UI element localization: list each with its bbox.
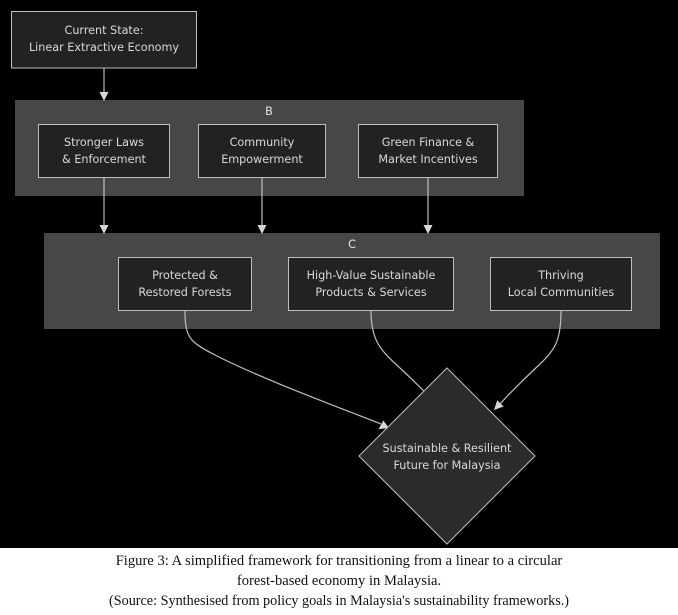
node-current-state-line2: Linear Extractive Economy xyxy=(29,41,179,54)
node-community-empowerment-line2: Empowerment xyxy=(221,153,303,166)
node-outcome-line2: Future for Malaysia xyxy=(393,459,500,472)
node-protected-forests-line2: Restored Forests xyxy=(138,286,231,299)
node-green-finance[interactable]: Green Finance & Market Incentives xyxy=(358,124,498,178)
edge-forests-to-outcome xyxy=(184,310,382,425)
node-stronger-laws[interactable]: Stronger Laws & Enforcement xyxy=(38,124,170,178)
node-stronger-laws-box[interactable] xyxy=(38,124,170,178)
node-thriving-communities-box[interactable] xyxy=(490,257,632,311)
edge-communities-to-outcome xyxy=(499,310,562,405)
node-outcome-line1: Sustainable & Resilient xyxy=(383,442,513,455)
framework-flowchart: B C Current State: Linear Extractive Eco… xyxy=(11,11,660,545)
node-protected-forests-line1: Protected & xyxy=(152,269,218,282)
node-thriving-communities-line2: Local Communities xyxy=(508,286,615,299)
node-high-value-products[interactable]: High-Value Sustainable Products & Servic… xyxy=(288,257,454,311)
node-high-value-products-box[interactable] xyxy=(288,257,454,311)
node-green-finance-line2: Market Incentives xyxy=(378,153,478,166)
node-outcome-diamond[interactable]: Sustainable & Resilient Future for Malay… xyxy=(358,367,536,545)
node-stronger-laws-line2: & Enforcement xyxy=(62,153,146,166)
node-community-empowerment[interactable]: Community Empowerment xyxy=(198,124,326,178)
arrowhead-communities-to-outcome xyxy=(494,400,504,410)
arrowhead-stronger-laws xyxy=(99,225,109,234)
diagram-canvas: B C Current State: Linear Extractive Eco… xyxy=(0,0,678,548)
arrowhead-community xyxy=(257,225,267,234)
caption-line-1: Figure 3: A simplified framework for tra… xyxy=(115,553,563,569)
node-protected-forests[interactable]: Protected & Restored Forests xyxy=(118,257,252,311)
caption-line-2: forest-based economy in Malaysia. xyxy=(236,572,442,589)
node-green-finance-box[interactable] xyxy=(358,124,498,178)
arrowhead-forests-to-outcome xyxy=(378,420,389,430)
node-high-value-products-line1: High-Value Sustainable xyxy=(307,269,436,282)
cluster-label-c: C xyxy=(348,238,356,251)
node-current-state[interactable]: Current State: Linear Extractive Economy xyxy=(11,11,197,69)
node-protected-forests-box[interactable] xyxy=(118,257,252,311)
node-current-state-line1: Current State: xyxy=(65,24,144,37)
node-high-value-products-line2: Products & Services xyxy=(315,286,426,299)
node-community-empowerment-box[interactable] xyxy=(198,124,326,178)
node-current-state-box[interactable] xyxy=(11,11,197,69)
node-community-empowerment-line1: Community xyxy=(230,136,295,149)
arrowhead-green-finance xyxy=(423,225,433,234)
node-thriving-communities[interactable]: Thriving Local Communities xyxy=(490,257,632,311)
arrowhead-current-to-cluster-b xyxy=(99,92,109,101)
node-stronger-laws-line1: Stronger Laws xyxy=(64,136,144,149)
cluster-label-b: B xyxy=(265,105,273,118)
node-green-finance-line1: Green Finance & xyxy=(382,136,475,149)
caption-line-source: (Source: Synthesised from policy goals i… xyxy=(108,592,570,609)
node-thriving-communities-line1: Thriving xyxy=(537,269,584,282)
figure-caption: Figure 3: A simplified framework for tra… xyxy=(0,548,678,615)
node-outcome-diamond-shape[interactable] xyxy=(358,367,536,545)
